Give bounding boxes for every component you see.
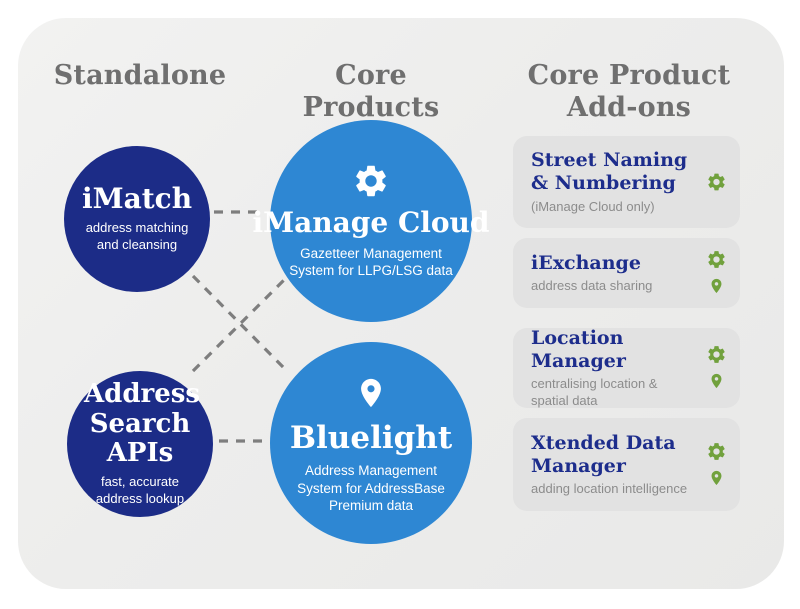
address-search-apis-subtitle: fast, accurate address lookup <box>95 473 185 506</box>
address-search-apis-circle: Address Search APIs fast, accurate addre… <box>67 371 213 517</box>
addon-card-street-naming: Street Naming & Numbering (iManage Cloud… <box>513 136 740 228</box>
gear-icon <box>706 249 727 270</box>
addon-card-iexchange: iExchange address data sharing <box>513 238 740 308</box>
addon-card-title: Street Naming & Numbering <box>531 149 688 195</box>
imatch-circle: iMatch address matching and cleansing <box>64 146 210 292</box>
imatch-title: iMatch <box>81 182 193 216</box>
gear-icon <box>706 344 727 365</box>
imatch-subtitle: address matching and cleansing <box>85 219 189 252</box>
addon-card-xtended-data-manager: Xtended Data Manager adding location int… <box>513 418 740 511</box>
addon-card-title: Location Manager <box>531 327 626 373</box>
addon-card-subtitle: (iManage Cloud only) <box>531 198 655 214</box>
bluelight-circle: Bluelight Address Management System for … <box>270 342 472 544</box>
addon-card-title: iExchange <box>531 251 641 274</box>
location-pin-icon <box>708 275 725 297</box>
location-pin-icon <box>708 370 725 392</box>
addon-card-title: Xtended Data Manager <box>531 431 676 477</box>
addon-card-subtitle: address data sharing <box>531 277 653 293</box>
addon-card-subtitle: centralising location & spatial data <box>531 376 658 408</box>
core-products-header: Core Products <box>302 60 440 123</box>
standalone-header: Standalone <box>53 60 227 91</box>
imanage-cloud-circle: iManage Cloud Gazetteer Management Syste… <box>253 120 489 322</box>
gear-icon <box>706 172 727 193</box>
addon-card-location-manager: Location Manager centralising location &… <box>513 327 740 408</box>
addon-card-subtitle: adding location intelligence <box>531 481 688 497</box>
imanage-cloud-title: iManage Cloud <box>252 206 490 240</box>
imanage-cloud-subtitle: Gazetteer Management System for LLPG/LSG… <box>289 245 453 279</box>
gear-icon <box>352 162 390 200</box>
address-search-apis-title: Address Search APIs <box>84 379 201 468</box>
bluelight-title: Bluelight <box>289 420 453 457</box>
bluelight-subtitle: Address Management System for AddressBas… <box>297 462 445 514</box>
addons-header: Core Product Add-ons <box>527 60 731 123</box>
location-pin-icon <box>708 467 725 489</box>
location-pin-icon <box>354 371 388 415</box>
gear-icon <box>706 441 727 462</box>
